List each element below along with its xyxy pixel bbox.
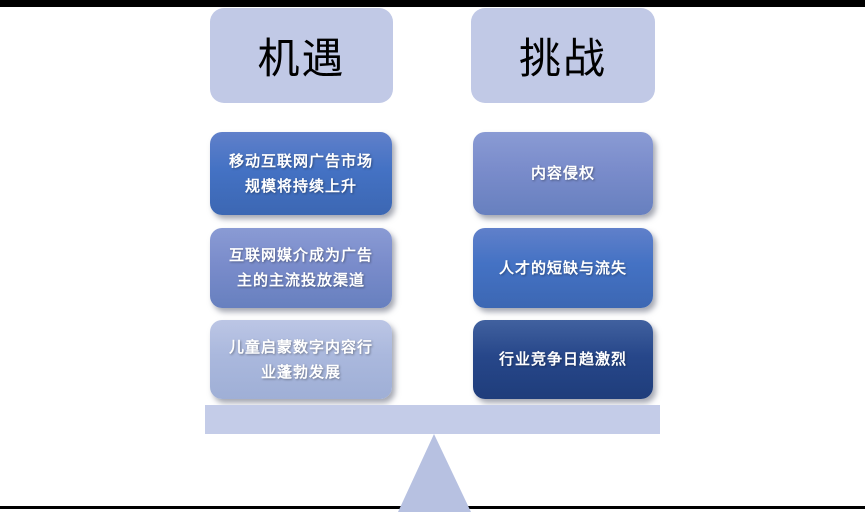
opportunity-item-children-digital-content: 儿童启蒙数字内容行 业蓬勃发展: [210, 320, 392, 399]
challenge-item-content-infringement: 内容侵权: [473, 132, 653, 215]
opportunities-header-box: 机遇: [210, 8, 393, 103]
challenge-item-talent-shortage: 人才的短缺与流失: [473, 228, 653, 308]
challenge-item-industry-competition: 行业竞争日趋激烈: [473, 320, 653, 399]
top-letterbox-bar: [0, 0, 865, 7]
balance-beam: [205, 405, 660, 434]
opportunity-item-internet-media-channel: 互联网媒介成为广告 主的主流投放渠道: [210, 228, 392, 308]
opportunity-item-mobile-ad-market: 移动互联网广告市场 规模将持续上升: [210, 132, 392, 215]
challenges-header-box: 挑战: [471, 8, 655, 103]
challenges-header-label: 挑战: [518, 34, 607, 83]
balance-fulcrum-triangle: [398, 434, 471, 512]
opportunities-header-label: 机遇: [257, 34, 346, 83]
